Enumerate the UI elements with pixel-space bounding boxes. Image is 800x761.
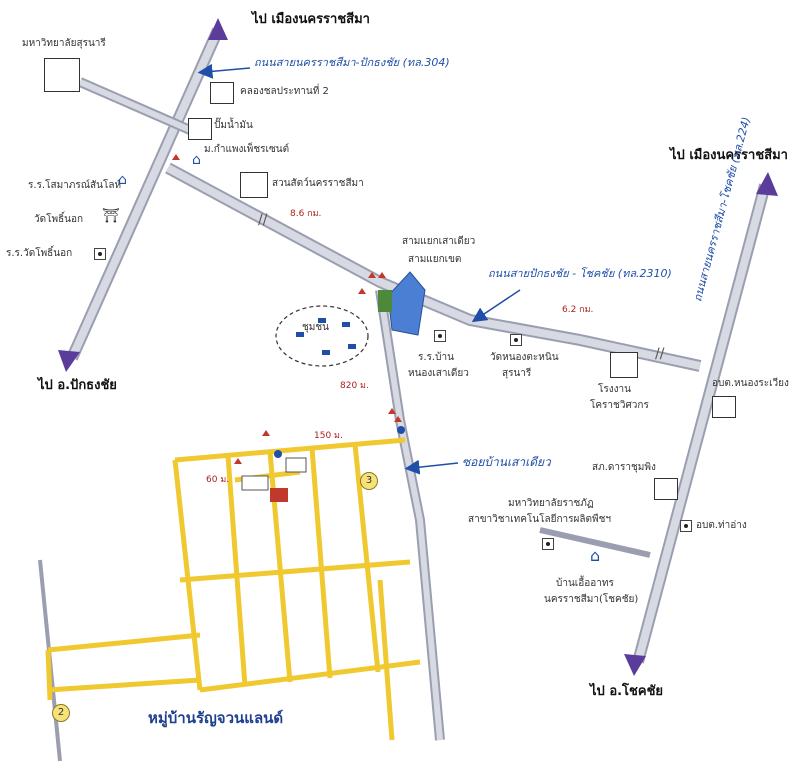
abt-left-label: อบต.หนองระเวียง	[712, 378, 789, 389]
highway-304-label: ถนนสายนครราชสีมา-ปักธงชัย (ทล.304)	[254, 56, 450, 69]
bridge-label: คลองชลประทานที่ 2	[240, 86, 329, 97]
market-label: สามแยกเสาเดียว	[402, 236, 476, 247]
college-label: มหาวิทยาลัยราชภัฏ	[508, 498, 594, 509]
community-label: ชุมชน	[302, 322, 330, 333]
distance-4: 150 ม.	[314, 431, 343, 441]
village-name: หมู่บ้านรัญจวนแลนด์	[148, 709, 284, 727]
police-label: สภ.ดาราชุมพิง	[592, 462, 656, 473]
marker-circle-2: 2	[52, 704, 70, 722]
college-road	[539, 527, 651, 558]
arrow-up-ne	[756, 172, 778, 196]
factory-box	[610, 352, 638, 378]
direction-top-label: ไป เมืองนครราชสีมา	[252, 12, 370, 27]
community-houses	[296, 318, 356, 355]
rehab-label-2: สุรนารี	[502, 368, 532, 379]
arrow-down-s	[624, 654, 646, 676]
school-center-label: ร.ร.บ้าน	[418, 352, 454, 363]
highway-2310-road	[165, 162, 702, 372]
plot-box-1	[241, 475, 269, 491]
distance-5: 60 ม.	[206, 475, 230, 485]
school-left-icon: ⌂	[118, 172, 127, 188]
college-label-2: สาขาวิชาเทคโนโลยีการผลิตพืชฯ	[468, 514, 611, 525]
highway-224-road	[632, 183, 771, 664]
direction-right-label: ไป เมืองนครราชสีมา	[670, 148, 788, 163]
highway-304-road	[66, 27, 224, 361]
home-label: บ้านเอื้ออาทร	[556, 578, 614, 589]
abt-left-box	[712, 396, 736, 418]
zoo-box	[240, 172, 268, 198]
rehab-marker	[510, 334, 522, 346]
temple-icon: ⛩	[102, 208, 120, 224]
sign-marker-2	[274, 450, 282, 458]
distance-2: 6.2 กม.	[562, 305, 594, 315]
school-temple-label: ร.ร.วัดโพธิ์นอก	[6, 248, 73, 259]
direction-left-label: ไป อ.ปักธงชัย	[38, 378, 117, 393]
red-plot	[270, 488, 288, 502]
police-box	[654, 478, 678, 500]
home-icon: ⌂	[590, 546, 601, 565]
university-road	[78, 77, 192, 135]
home-label-2: นครราชสีมา(โชคชัย)	[544, 594, 639, 605]
direction-bottom-label: ไป อ.โชคชัย	[590, 684, 664, 699]
distance-3: 820 ม.	[340, 381, 369, 391]
rehab-label: วัดหนองตะหนิน	[490, 352, 559, 363]
sign-marker-1	[397, 426, 405, 434]
university-box	[44, 58, 80, 92]
gas2-icon: ⌂	[192, 152, 201, 168]
arrow-304	[197, 63, 251, 79]
abt-right-label: อบต.ท่าอ่าง	[696, 520, 747, 531]
village-road-grid	[45, 437, 421, 741]
arrow-down-sw	[58, 350, 80, 372]
bridge-box	[210, 82, 234, 104]
highway-2310-label: ถนนสายปักธงชัย - โชคชัย (ทล.2310)	[488, 267, 672, 280]
plot-box-2	[285, 457, 307, 473]
school-center-marker	[434, 330, 446, 342]
factory-label: โรงงาน	[598, 384, 631, 395]
arrow-2310	[471, 289, 521, 323]
abt-right-marker	[680, 520, 692, 532]
red-markers	[172, 154, 402, 464]
distance-1: 8.6 กม.	[290, 209, 322, 219]
break-mark-2: //	[655, 346, 665, 362]
school-temple-marker	[94, 248, 106, 260]
gas-label-2: ม.กำแพงเพ็ชรเซนต์	[204, 144, 290, 155]
school-center-label-2: หนองเสาเดียว	[408, 368, 469, 379]
school-left-label: ร.ร.โสมาภรณ์สันโลห์	[28, 180, 122, 191]
pond	[387, 271, 426, 336]
break-mark-1: //	[258, 212, 268, 228]
university-label: มหาวิทยาลัยสุรนารี	[22, 38, 106, 49]
arrow-up-nw	[208, 18, 228, 40]
gas-box	[188, 118, 212, 140]
market-label-2: สามแยกเขต	[408, 254, 462, 265]
marker-circle-3: 3	[360, 472, 378, 490]
soi-label: ซอยบ้านเสาเดียว	[462, 455, 551, 469]
green-area	[378, 290, 392, 312]
community-area	[275, 305, 369, 367]
factory-label-2: โคราชวิศวกร	[590, 400, 649, 411]
temple-left-label: วัดโพธิ์นอก	[34, 214, 84, 225]
arrow-soi	[404, 459, 459, 475]
college-marker	[542, 538, 554, 550]
zoo-label: สวนสัตว์นครราชสีมา	[272, 178, 364, 189]
gas-label: ปั๊มน้ำมัน	[214, 120, 253, 131]
